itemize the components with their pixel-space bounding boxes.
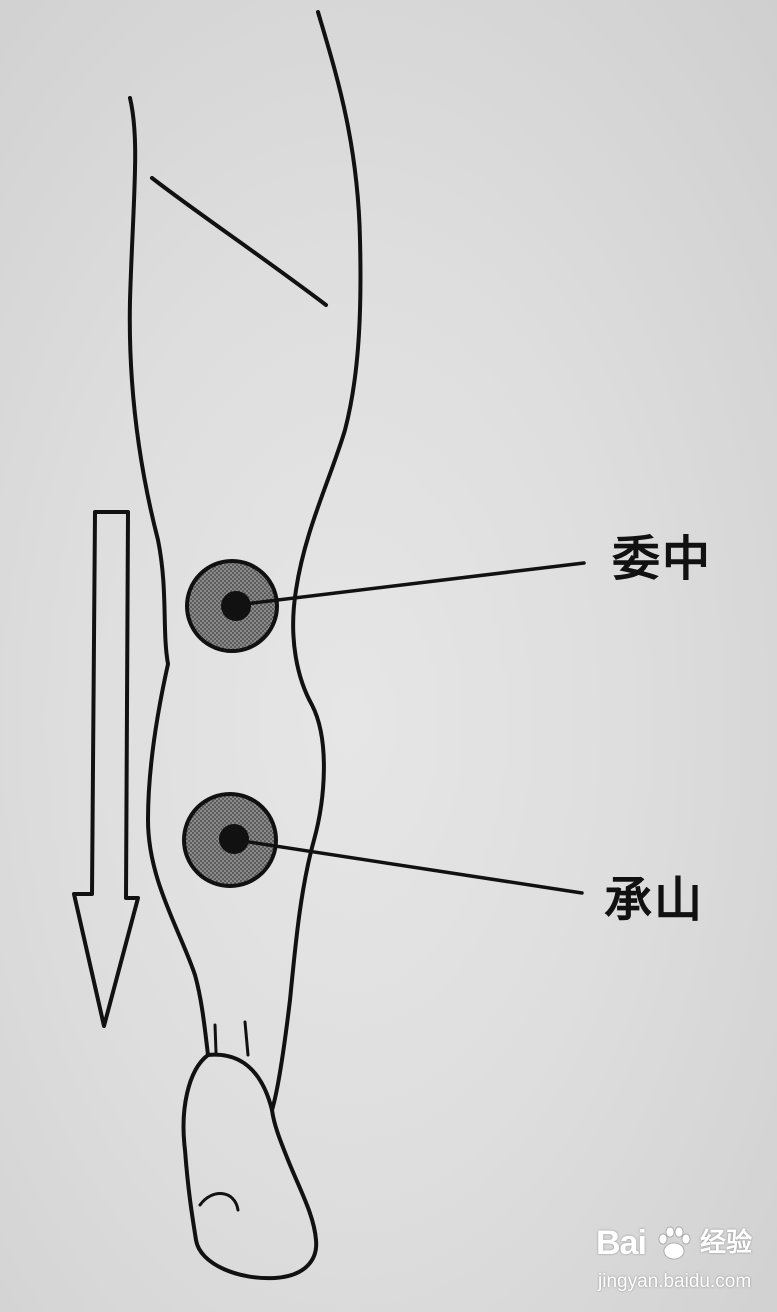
tendon-mark-right (243, 1020, 250, 1057)
watermark-url: jingyan.baidu.com (598, 1271, 752, 1292)
leg-outline-left (127, 96, 210, 1057)
chengshan-label: 承山 (604, 872, 705, 928)
watermark-logo-text: Bai (596, 1224, 647, 1262)
baidu-jingyan-watermark: Bai 经验 jingyan.baidu.com (596, 1224, 766, 1300)
leg-outline-right (270, 10, 363, 1112)
acupoint-chengshan (182, 792, 278, 888)
foot-outline (181, 1052, 319, 1281)
knee-crease-line (150, 176, 328, 307)
tendon-mark-left (213, 1023, 218, 1054)
weizhong-label: 委中 (612, 531, 713, 587)
baidu-paw-icon (658, 1226, 691, 1260)
acupoint-weizhong (185, 559, 279, 653)
leader-line-chengshan (234, 838, 584, 895)
watermark-product-text: 经验 (700, 1228, 753, 1258)
leader-line-weizhong (234, 561, 586, 607)
heel-curl (198, 1192, 240, 1212)
down-arrow-icon (72, 510, 140, 1028)
